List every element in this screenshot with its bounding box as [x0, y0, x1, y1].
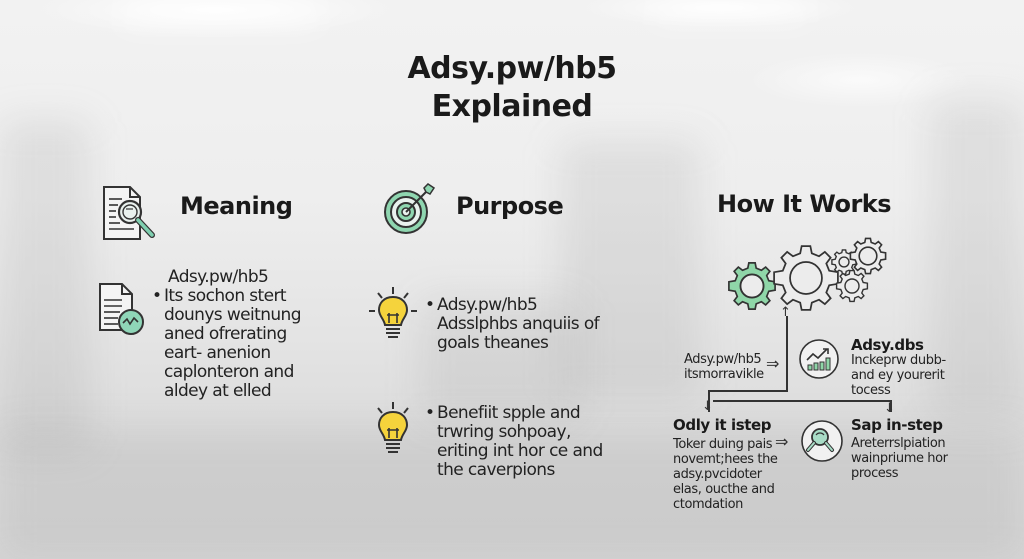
- purpose-line: Adsy.pw/hb5: [437, 295, 538, 315]
- step-left-line: ctomdation: [673, 497, 743, 512]
- step-top-line: tocess: [851, 383, 891, 398]
- meaning-line: dounys weitnung: [164, 305, 302, 325]
- input-note-line: itsmorravikle: [684, 367, 764, 382]
- meaning-line: aned ofrerating: [164, 324, 287, 344]
- arrow-down-icon: ↓: [702, 399, 713, 414]
- purpose-line: goals theanes: [437, 333, 549, 353]
- step-right-body: Areterrslpiation wainpriume hor process: [851, 436, 948, 481]
- meaning-line: Its sochon stert: [164, 286, 287, 306]
- purpose-item-2: Benefiit spple and trwring sohpoay, erit…: [425, 403, 603, 480]
- target-icon: [382, 182, 438, 242]
- title-line-2: Explained: [431, 89, 593, 124]
- meaning-line: caplonteron and: [164, 362, 294, 382]
- connector-horizontal-top: [713, 400, 891, 402]
- purpose-line: the caverpions: [437, 460, 555, 480]
- title-line-1: Adsy.pw/hb5: [407, 51, 617, 86]
- page-title: Adsy.pw/hb5 Explained: [0, 50, 1024, 126]
- purpose-line: eriting int hor ce and: [437, 441, 603, 461]
- purpose-line: trwring sohpoay,: [437, 422, 571, 442]
- purpose-heading: Purpose: [456, 192, 564, 220]
- step-left-line: novemt;hees the: [673, 452, 778, 467]
- input-note-line: Adsy.pw/hb5: [684, 352, 762, 367]
- step-left-line: Toker duing pais: [673, 437, 773, 452]
- connector-horizontal-left: [708, 390, 788, 392]
- document-chart-icon: [98, 282, 148, 340]
- step-top-line: Inckeprw dubb-: [851, 353, 946, 368]
- meaning-heading: Meaning: [180, 192, 293, 220]
- meaning-line: eart- anenion: [164, 343, 271, 363]
- arrow-up-icon: ↑: [780, 305, 791, 320]
- step-left-title: Odly it istep: [673, 416, 772, 434]
- step-left-body: Toker duing pais novemt;hees the adsy.pv…: [673, 437, 778, 512]
- input-note: Adsy.pw/hb5 itsmorravikle: [684, 352, 764, 382]
- gears-icon: [726, 234, 888, 318]
- step-left-line: adsy.pvcidoter: [673, 467, 762, 482]
- connector-vertical-left: [708, 390, 710, 412]
- arrow-down-icon: ↓: [884, 401, 895, 416]
- purpose-item-1: Adsy.pw/hb5 Adsslphbs anquiis of goals t…: [425, 295, 600, 353]
- double-arrow-icon: ⇒: [766, 354, 780, 373]
- document-magnifier-icon: [100, 185, 160, 247]
- meaning-line: aldey at elled: [164, 381, 272, 401]
- step-right-line: process: [851, 466, 899, 481]
- how-it-works-heading: How It Works: [717, 190, 892, 218]
- purpose-line: Benefiit spple and: [437, 403, 581, 423]
- step-left-line: elas, oucthe and: [673, 482, 775, 497]
- step-right-line: Areterrslpiation: [851, 436, 946, 451]
- growth-chart-icon: [798, 338, 840, 384]
- step-top-title: Adsy.dbs: [851, 336, 924, 354]
- step-right-title: Sap in-step: [851, 416, 943, 434]
- purpose-line: Adsslphbs anquiis of: [437, 314, 600, 334]
- step-right-line: wainpriume hor: [851, 451, 948, 466]
- meaning-intro: Adsy.pw/hb5: [168, 267, 269, 287]
- magnifier-icon: [800, 418, 844, 468]
- step-top-line: and ey yourerit: [851, 368, 945, 383]
- step-top-body: Inckeprw dubb- and ey yourerit tocess: [851, 353, 946, 398]
- lightbulb-icon: [367, 285, 419, 351]
- connector-vertical-right: [890, 400, 892, 412]
- double-arrow-icon: ⇒: [775, 432, 789, 451]
- meaning-body: Its sochon stert dounys weitnung aned of…: [152, 286, 302, 401]
- connector-vertical-up: [786, 316, 788, 390]
- lightbulb-icon: [367, 400, 419, 466]
